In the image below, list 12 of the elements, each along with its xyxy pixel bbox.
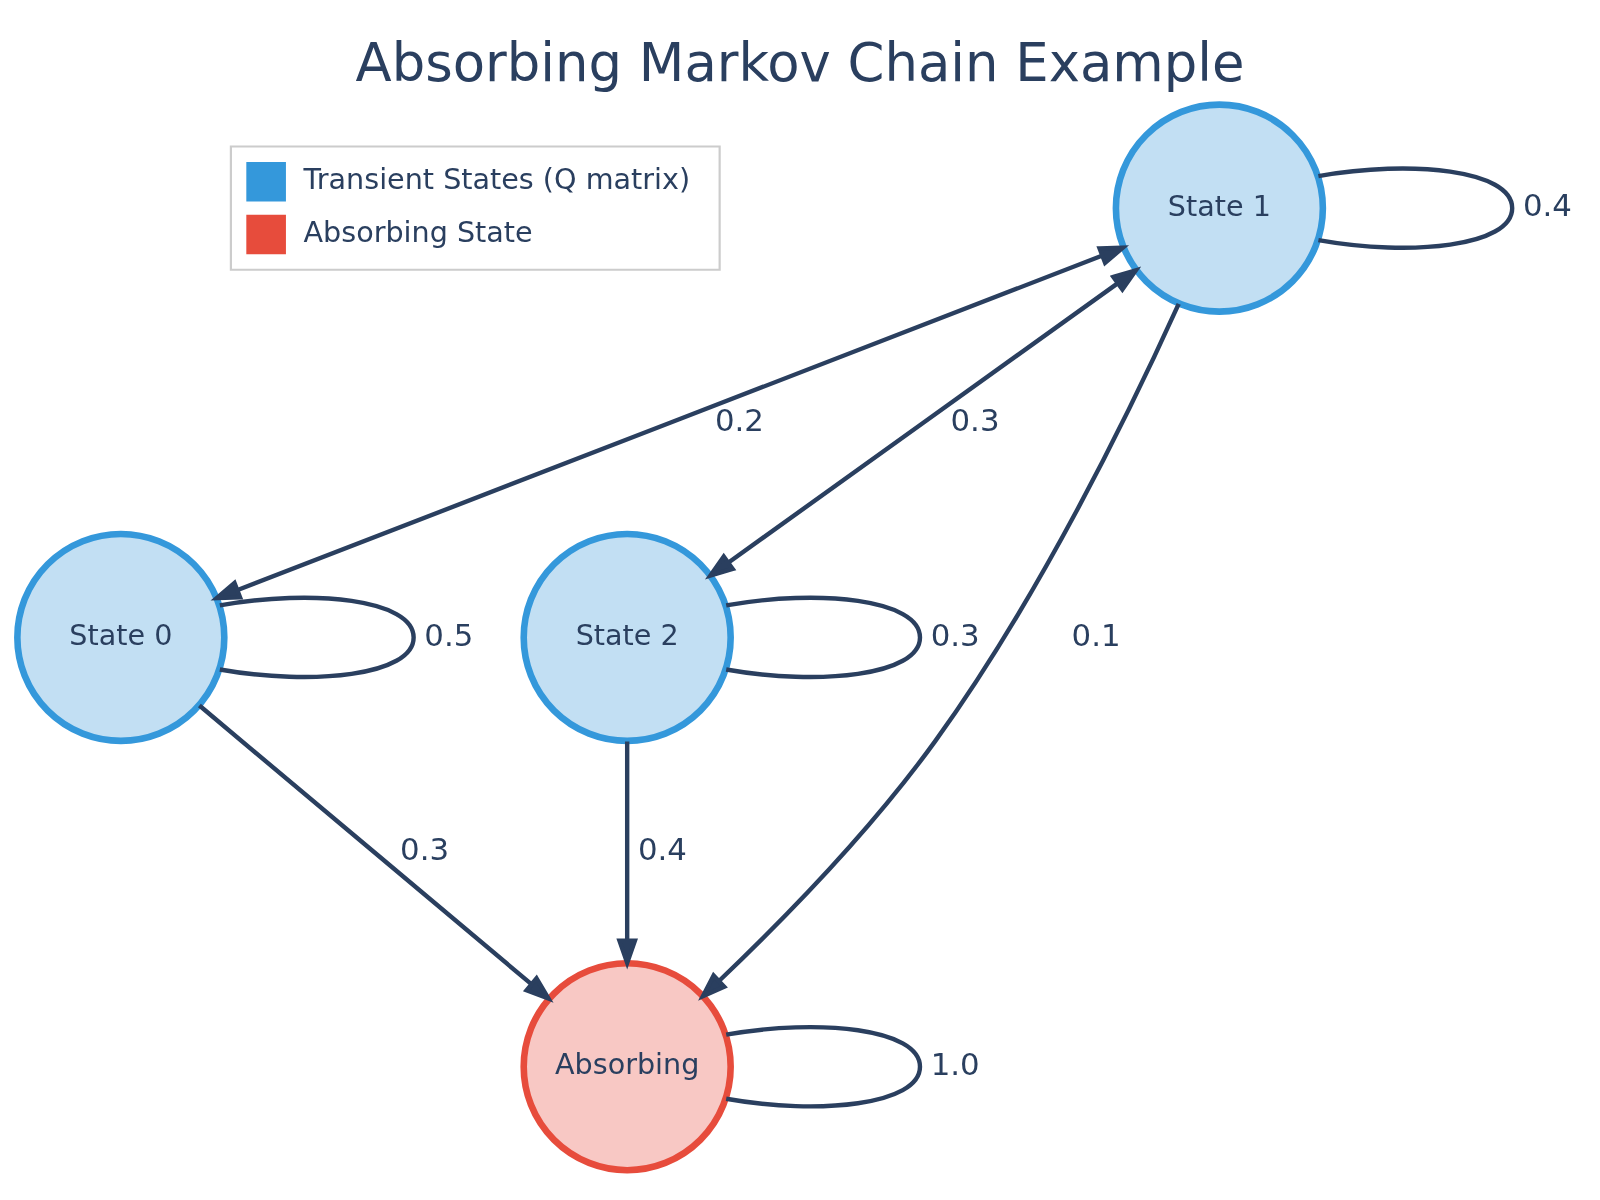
edge-label: 0.3 bbox=[400, 831, 450, 868]
edge-label: 0.4 bbox=[1522, 187, 1572, 224]
diagram-title: Absorbing Markov Chain Example bbox=[355, 31, 1245, 93]
edge-label: 0.3 bbox=[930, 616, 980, 653]
edge-label: 0.5 bbox=[424, 616, 474, 653]
edge-label: 0.4 bbox=[637, 831, 687, 868]
edge-label: 0.3 bbox=[950, 401, 1000, 438]
edge-label: 1.0 bbox=[930, 1045, 980, 1082]
edge-label: 0.1 bbox=[1071, 616, 1121, 653]
edge-label: 0.2 bbox=[714, 401, 764, 438]
legend-label: Absorbing State bbox=[303, 215, 533, 250]
legend-label: Transient States (Q matrix) bbox=[303, 162, 691, 197]
